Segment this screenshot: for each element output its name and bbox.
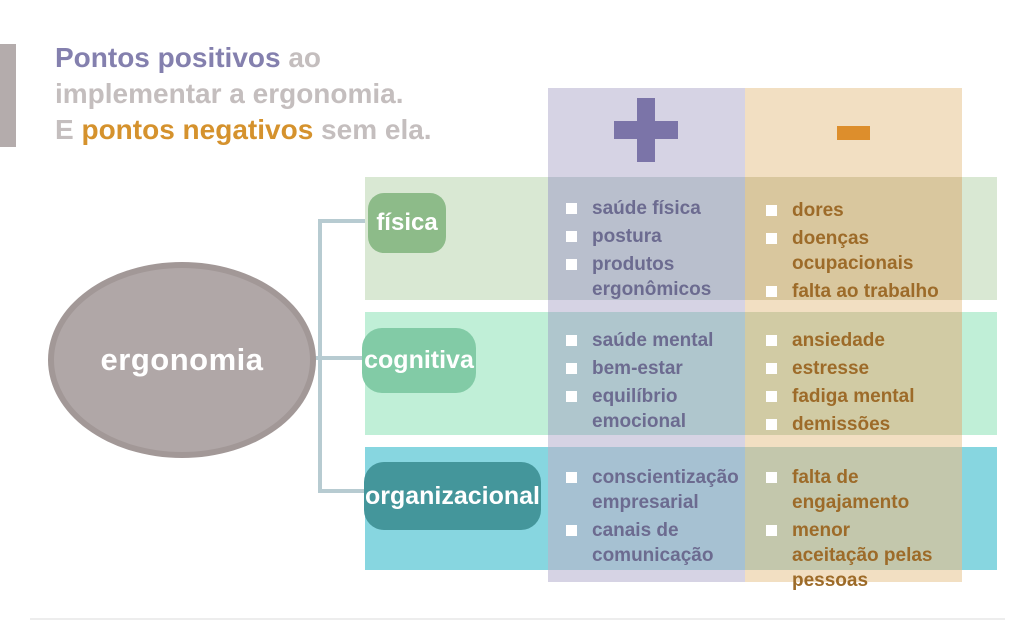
fisica-positive-list: saúde física postura produtos ergonômico…	[566, 196, 734, 305]
list-item-text: dores	[792, 200, 844, 221]
bullet-square-icon	[566, 335, 577, 346]
list-item-text: conscientização empresarial	[592, 467, 739, 513]
ergonomia-node: ergonomia	[48, 262, 316, 458]
bullet-square-icon	[766, 472, 777, 483]
connector-ellipse-line	[310, 356, 368, 360]
list-item-text: produtos ergonômicos	[592, 254, 712, 300]
list-item-text: estresse	[792, 358, 870, 379]
title-negative-phrase: pontos negativos	[81, 114, 314, 145]
row-label-fisica-text: física	[376, 209, 438, 236]
list-item: equilíbrio emocional	[566, 384, 734, 434]
list-item-text: doenças ocupacionais	[792, 228, 914, 274]
list-item-text: saúde física	[592, 198, 701, 219]
bullet-square-icon	[766, 233, 777, 244]
bullet-square-icon	[566, 259, 577, 270]
row-label-fisica: física	[368, 193, 446, 253]
cell-organizacional-positive	[548, 447, 745, 570]
title-accent-bar	[0, 44, 16, 147]
list-item-text: saúde mental	[592, 330, 714, 351]
title-line3-prefix: E	[55, 114, 82, 145]
plus-icon	[614, 98, 678, 162]
list-item: ansiedade	[766, 328, 941, 353]
bullet-square-icon	[766, 525, 777, 536]
cell-fisica-negative	[745, 177, 962, 300]
list-item-text: bem-estar	[592, 358, 683, 379]
bullet-square-icon	[566, 363, 577, 374]
list-item-text: canais de comunicação	[592, 520, 714, 566]
list-item-text: demissões	[792, 414, 891, 435]
list-item-text: postura	[592, 226, 662, 247]
minus-icon	[837, 126, 870, 140]
list-item: conscientização empresarial	[566, 465, 739, 515]
list-item: produtos ergonômicos	[566, 252, 734, 302]
list-item: postura	[566, 224, 734, 249]
cognitiva-negative-list: ansiedade estresse fadiga mental demissõ…	[766, 328, 941, 440]
bottom-divider	[30, 618, 1005, 620]
list-item: canais de comunicação	[566, 518, 734, 568]
list-item: estresse	[766, 356, 941, 381]
list-item: bem-estar	[566, 356, 734, 381]
bullet-square-icon	[766, 391, 777, 402]
row-label-cognitiva-text: cognitiva	[364, 346, 474, 374]
list-item: demissões	[766, 412, 941, 437]
bullet-square-icon	[766, 419, 777, 430]
list-item-text: falta de engajamento	[792, 467, 910, 513]
list-item: saúde física	[566, 196, 734, 221]
bullet-square-icon	[766, 286, 777, 297]
list-item-text: fadiga mental	[792, 386, 915, 407]
cognitiva-positive-list: saúde mental bem-estar equilíbrio emocio…	[566, 328, 734, 437]
connector-organizacional-line	[320, 489, 368, 493]
list-item: falta de engajamento	[766, 465, 941, 515]
organizacional-negative-list: falta de engajamento menor aceitação pel…	[766, 465, 941, 596]
bullet-square-icon	[566, 203, 577, 214]
list-item-text: ansiedade	[792, 330, 885, 351]
list-item-text: menor aceitação pelas pessoas	[792, 520, 933, 591]
cell-fisica-positive	[548, 177, 745, 300]
page-title: Pontos positivos ao implementar a ergono…	[55, 40, 432, 148]
title-line1-rest: ao	[280, 42, 322, 73]
bullet-square-icon	[566, 391, 577, 402]
ergonomia-node-label: ergonomia	[100, 342, 264, 377]
title-line3-rest: sem ela.	[313, 114, 432, 145]
fisica-negative-list: dores doenças ocupacionais falta ao trab…	[766, 198, 941, 307]
list-item: dores	[766, 198, 941, 223]
row-label-cognitiva: cognitiva	[362, 328, 476, 393]
list-item: saúde mental	[566, 328, 734, 353]
bullet-square-icon	[566, 231, 577, 242]
list-item-text: equilíbrio emocional	[592, 386, 686, 432]
row-label-organizacional: organizacional	[364, 462, 541, 530]
title-positive-phrase: Pontos positivos	[55, 42, 281, 73]
cell-cognitiva-negative	[745, 312, 962, 435]
bullet-square-icon	[566, 472, 577, 483]
list-item: fadiga mental	[766, 384, 941, 409]
list-item: falta ao trabalho	[766, 279, 941, 304]
organizacional-positive-list: conscientização empresarial canais de co…	[566, 465, 739, 571]
list-item: doenças ocupacionais	[766, 226, 941, 276]
row-label-organizacional-text: organizacional	[364, 481, 541, 510]
bullet-square-icon	[566, 525, 577, 536]
list-item-text: falta ao trabalho	[792, 281, 939, 302]
cell-cognitiva-positive	[548, 312, 745, 435]
connector-fisica-line	[320, 219, 368, 223]
title-line2: implementar a ergonomia.	[55, 78, 404, 109]
bullet-square-icon	[766, 363, 777, 374]
bullet-square-icon	[766, 335, 777, 346]
bullet-square-icon	[766, 205, 777, 216]
cell-organizacional-negative	[745, 447, 962, 570]
list-item: menor aceitação pelas pessoas	[766, 518, 941, 593]
